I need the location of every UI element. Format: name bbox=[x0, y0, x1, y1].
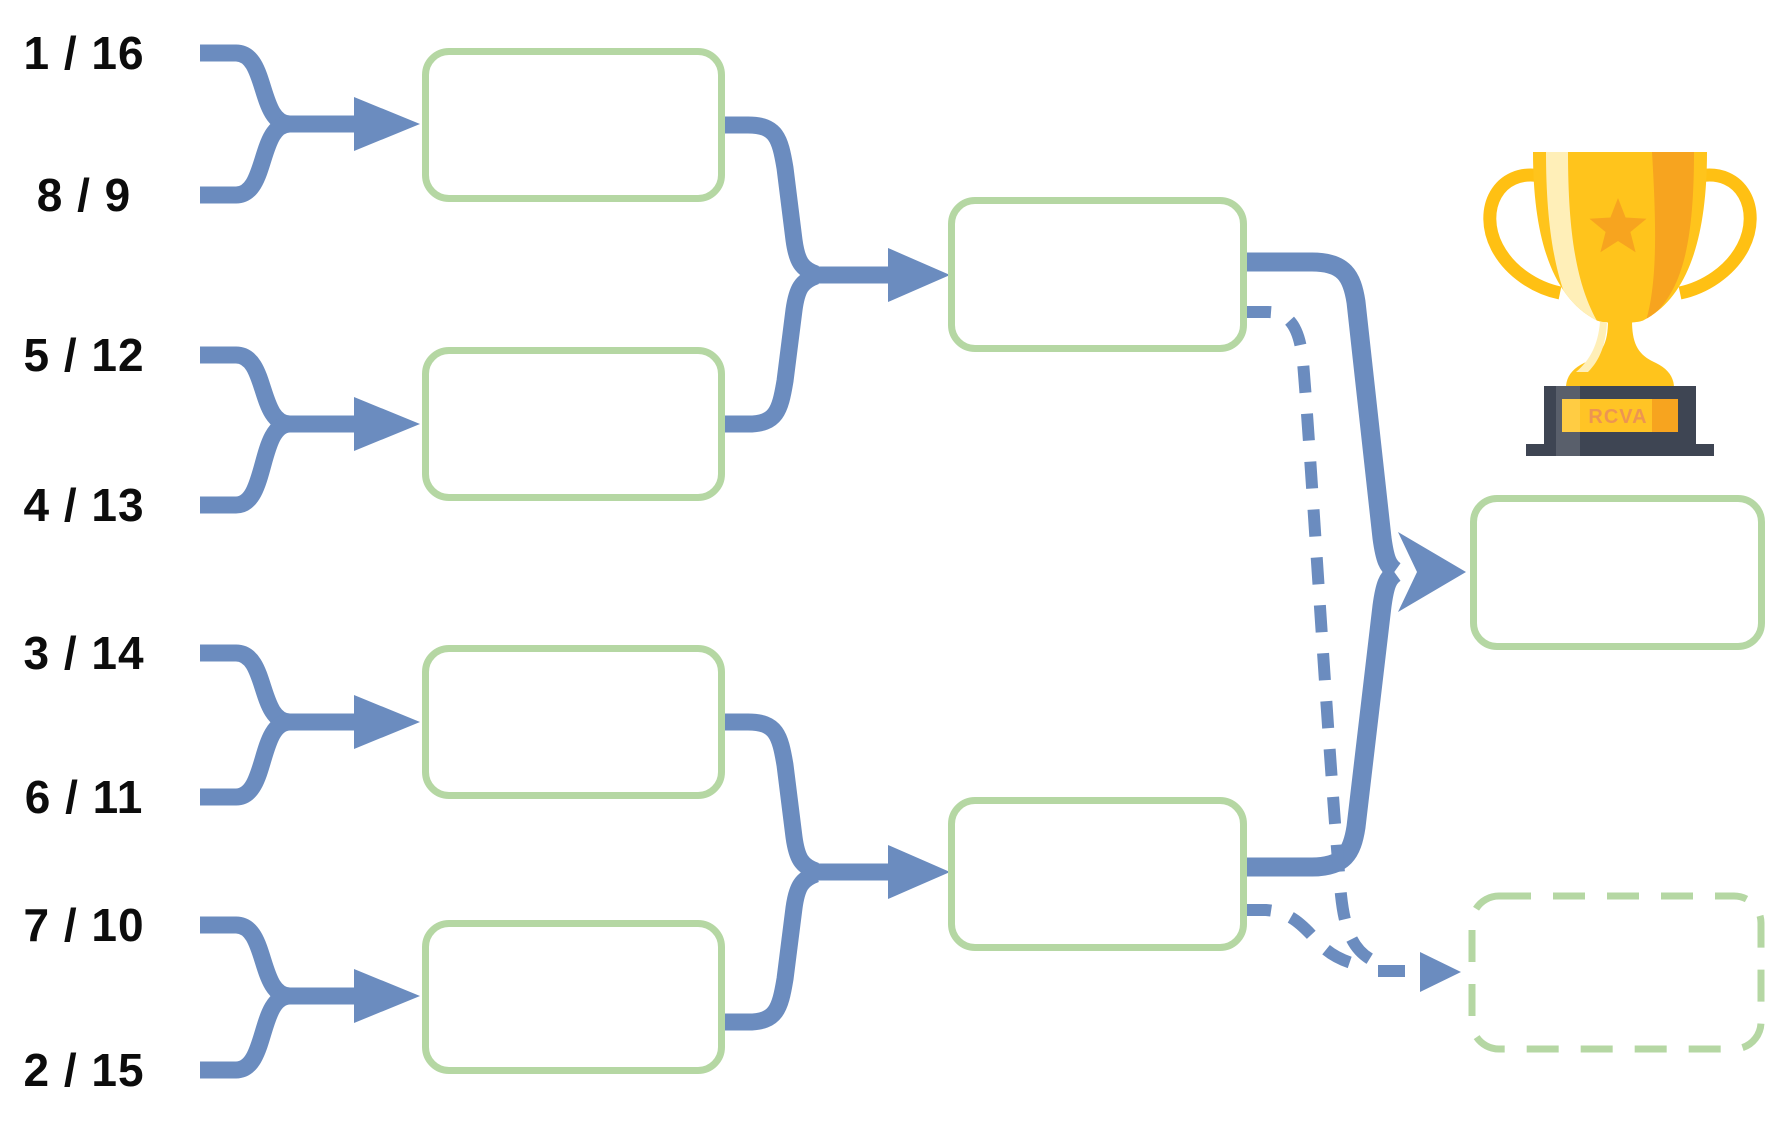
seed-fork-connector-2 bbox=[200, 346, 420, 514]
quarterfinal-2-box[interactable] bbox=[422, 347, 725, 501]
sf-to-final-connector bbox=[1244, 252, 1466, 877]
trophy-plaque-text: RCVA bbox=[1588, 406, 1647, 428]
third-place-arrowhead bbox=[1420, 952, 1461, 992]
trophy-star-icon bbox=[1589, 198, 1647, 253]
third-place-dashed-connector bbox=[1244, 306, 1420, 977]
quarterfinal-4-box[interactable] bbox=[422, 920, 725, 1074]
semifinal-2-box[interactable] bbox=[948, 797, 1247, 951]
seed-label-7-10: 7 / 10 bbox=[23, 899, 145, 951]
seed-fork-connector-4 bbox=[200, 916, 420, 1079]
quarterfinal-1-box[interactable] bbox=[422, 48, 725, 202]
seed-label-1-16: 1 / 16 bbox=[23, 27, 145, 79]
qf-to-sf-connector-bottom bbox=[722, 713, 950, 1031]
seed-label-3-14: 3 / 14 bbox=[23, 627, 145, 679]
seed-label-4-13: 4 / 13 bbox=[23, 479, 145, 531]
quarterfinal-3-box[interactable] bbox=[422, 645, 725, 799]
seed-label-8-9: 8 / 9 bbox=[36, 169, 132, 221]
semifinal-1-box[interactable] bbox=[948, 197, 1247, 352]
final-box[interactable] bbox=[1470, 495, 1765, 650]
seed-label-6-11: 6 / 11 bbox=[24, 771, 144, 823]
qf-to-sf-connector-top bbox=[722, 116, 950, 433]
seed-label-5-12: 5 / 12 bbox=[23, 329, 145, 381]
third-place-box[interactable] bbox=[1468, 892, 1765, 1053]
trophy-icon: RCVA bbox=[1483, 152, 1757, 456]
seed-fork-connector-3 bbox=[200, 644, 420, 806]
seed-fork-connector-1 bbox=[200, 44, 420, 204]
seed-label-2-15: 2 / 15 bbox=[23, 1044, 145, 1096]
